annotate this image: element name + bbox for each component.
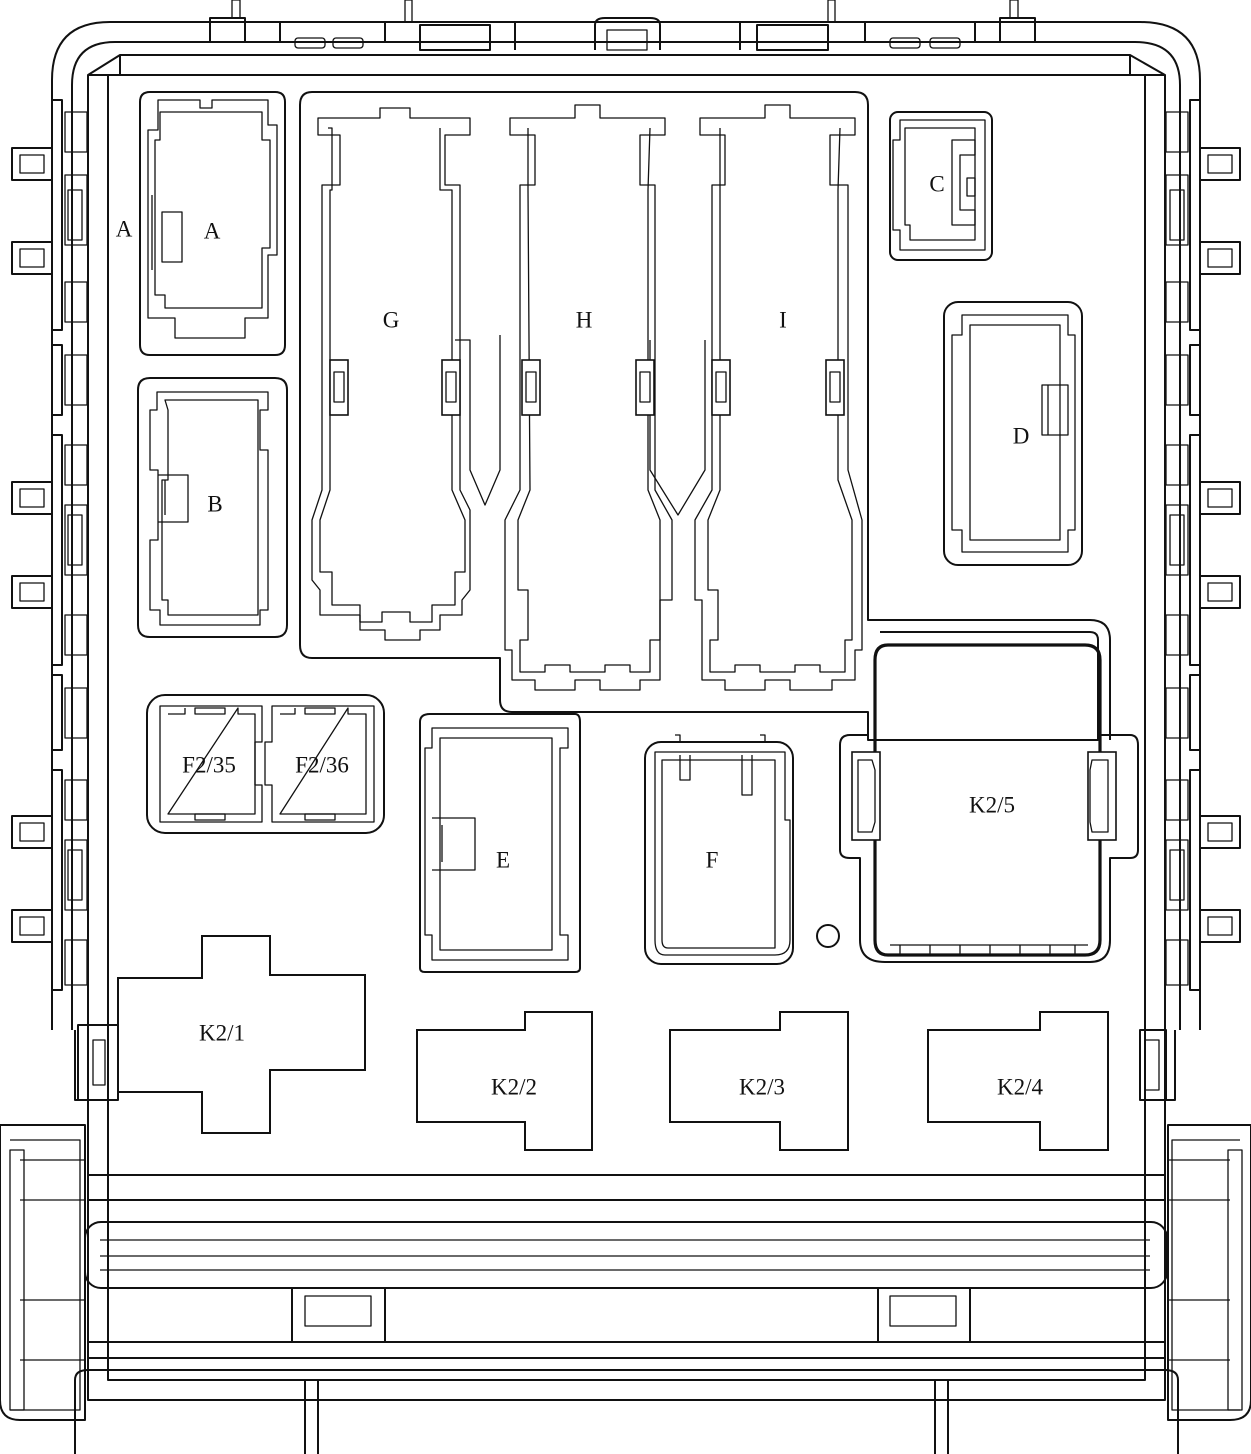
label-c: C [929,171,944,196]
relay-k2-3 [669,1011,849,1151]
label-f2-36: F2/36 [295,752,349,777]
connector-e [419,713,581,973]
relay-k2-2 [416,1011,593,1151]
housing [0,21,1251,1454]
left-side-clips [11,99,88,991]
connector-f [644,734,794,965]
label-k2-3: K2/3 [739,1074,785,1099]
label-k2-4: K2/4 [997,1074,1044,1099]
label-a-inner: A [204,218,221,243]
connector-b [137,377,288,638]
fuse-block-f2 [146,694,385,834]
label-k2-5: K2/5 [969,792,1015,817]
label-h: H [576,307,593,332]
label-e: E [496,847,510,872]
label-f2-35: F2/35 [182,752,236,777]
connector-d [943,301,1083,566]
label-b: B [207,491,222,516]
right-side-clips [1165,99,1241,991]
labels: A A B C D G H I F2/35 F2/36 E F K2/5 K2/… [116,171,1044,1099]
label-d: D [1013,423,1030,448]
top-tabs [209,0,1036,51]
relay-k2-1 [117,935,366,1134]
connector-ghi [299,91,1111,740]
relay-k2-4 [927,1011,1109,1151]
mounting-hole [816,924,840,948]
connector-c [889,111,993,261]
label-k2-1: K2/1 [199,1020,245,1045]
label-g: G [383,307,400,332]
label-f: F [706,847,719,872]
label-k2-2: K2/2 [491,1074,537,1099]
label-a-outer: A [116,216,133,241]
connector-a [139,91,286,356]
relay-k2-5 [839,643,1139,963]
label-i: I [779,307,787,332]
